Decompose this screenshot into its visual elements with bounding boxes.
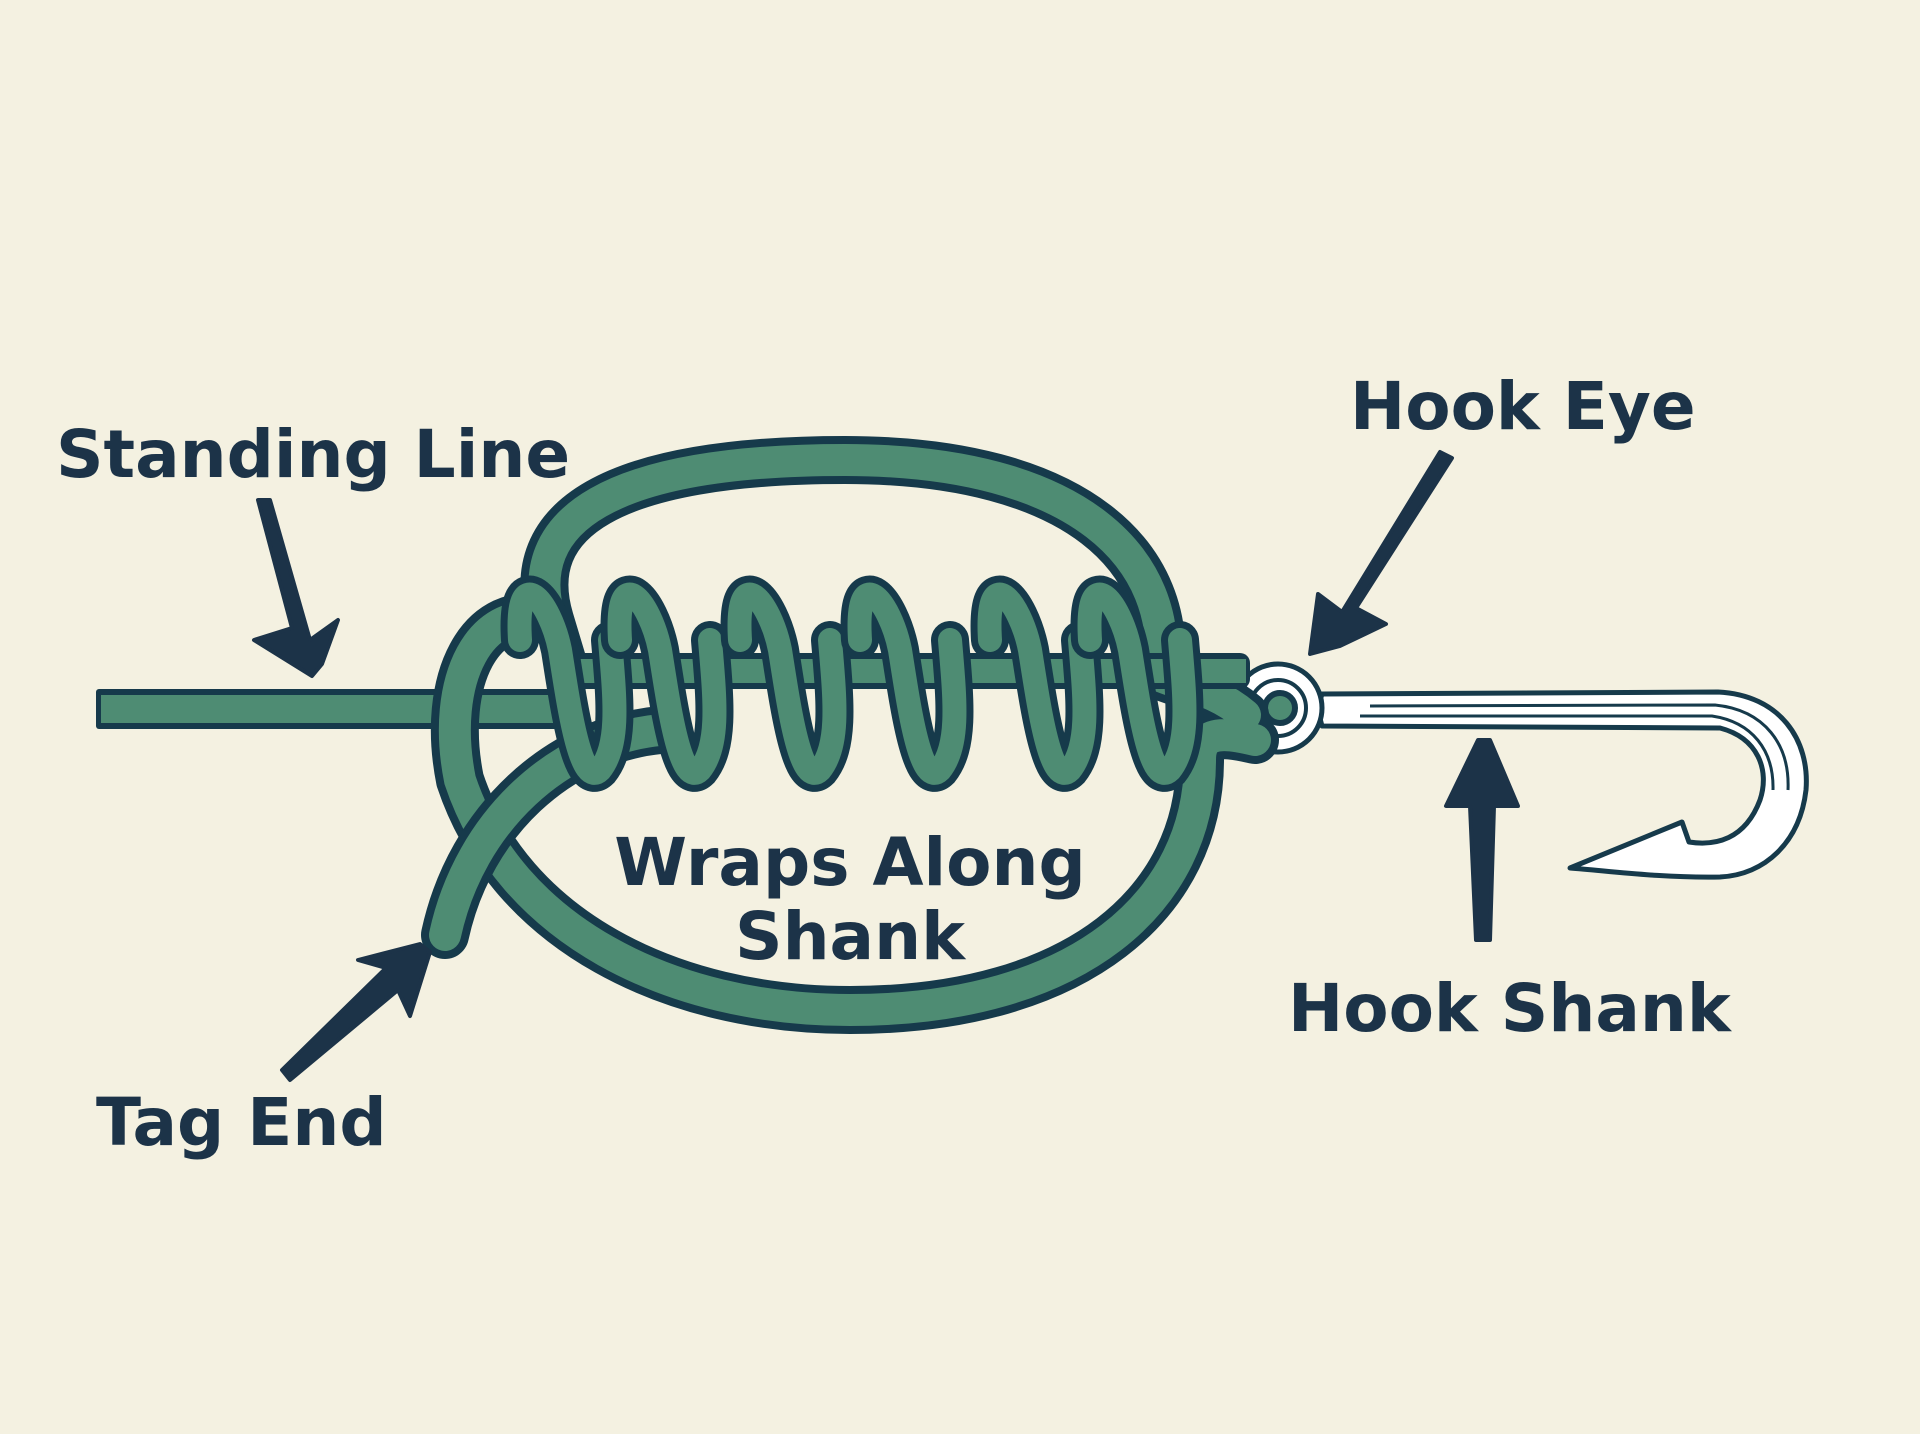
hook-eye-arrow xyxy=(1308,450,1454,656)
wraps-label-line-1: Wraps Along xyxy=(614,824,1086,901)
big-loop-core xyxy=(438,443,1271,1027)
pointer-arrows xyxy=(252,450,1520,1082)
fishing-hook-icon xyxy=(1231,661,1809,880)
wrap-coil-core xyxy=(977,582,1097,785)
wraps-along-shank xyxy=(500,575,1204,792)
wrap-coil-core xyxy=(847,582,967,785)
fishing-knot-icon xyxy=(96,435,1279,1035)
hook-eye-label: Hook Eye xyxy=(1350,368,1696,445)
hook-shank-arrow xyxy=(1444,738,1520,942)
tag-end-arrow xyxy=(280,942,432,1082)
hook-shank-label: Hook Shank xyxy=(1288,970,1731,1047)
wrap-coil-core xyxy=(507,582,627,785)
hook-body xyxy=(1316,689,1809,880)
wrap-coil-core xyxy=(1077,582,1197,785)
standing-line-arrow xyxy=(252,498,340,678)
hook-highlight xyxy=(1369,703,1790,791)
wraps-along-shank-label: Wraps Along Shank xyxy=(590,826,1110,974)
wrap-coil-core xyxy=(607,582,727,785)
hook-highlight xyxy=(1360,714,1775,791)
wraps-label-line-2: Shank xyxy=(735,897,965,975)
wrap-coil-core xyxy=(727,582,847,785)
standing-line-label: Standing Line xyxy=(56,416,571,493)
tag-end-label: Tag End xyxy=(96,1084,387,1161)
standing-line xyxy=(96,689,576,729)
